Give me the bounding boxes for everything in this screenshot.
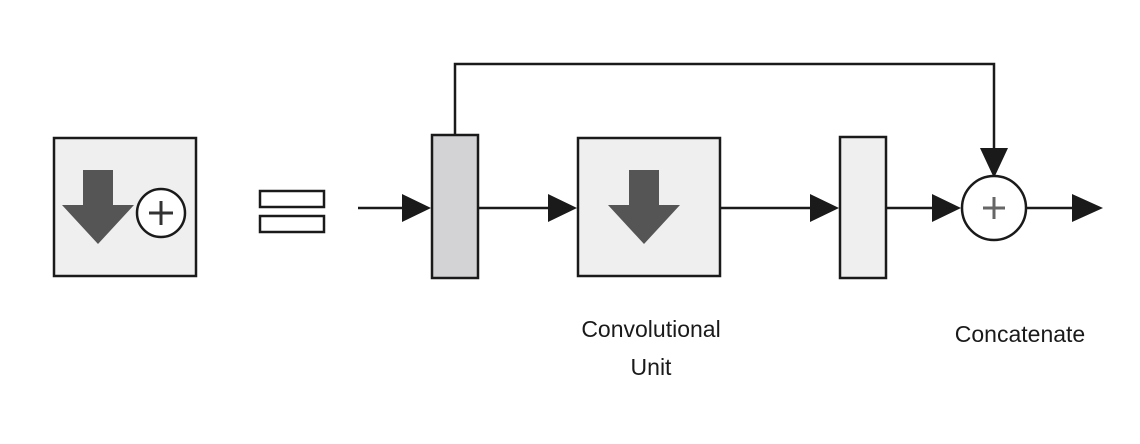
skip-connection-arrow [453,62,1008,178]
input-feature-block [430,133,480,280]
conv-unit-label-line1: Convolutional [581,316,720,342]
input-arrow [358,194,431,222]
arrow-to-concatenate [886,194,961,222]
conv-unit-label-line2: Unit [631,354,673,380]
legend-symbol-box [52,136,198,278]
arrow-to-output-block [720,194,839,222]
plus-icon [983,197,1005,219]
plus-icon [135,187,187,239]
down-arrow-icon [608,170,680,244]
convolutional-unit-block [576,136,722,278]
concatenate-node [960,174,1028,242]
arrow-to-conv-unit [478,194,577,222]
down-arrow-icon [62,170,134,244]
output-arrow [1026,194,1103,222]
equals-icon [258,189,326,234]
concatenate-label: Concatenate [955,321,1085,347]
output-feature-block [838,135,888,280]
